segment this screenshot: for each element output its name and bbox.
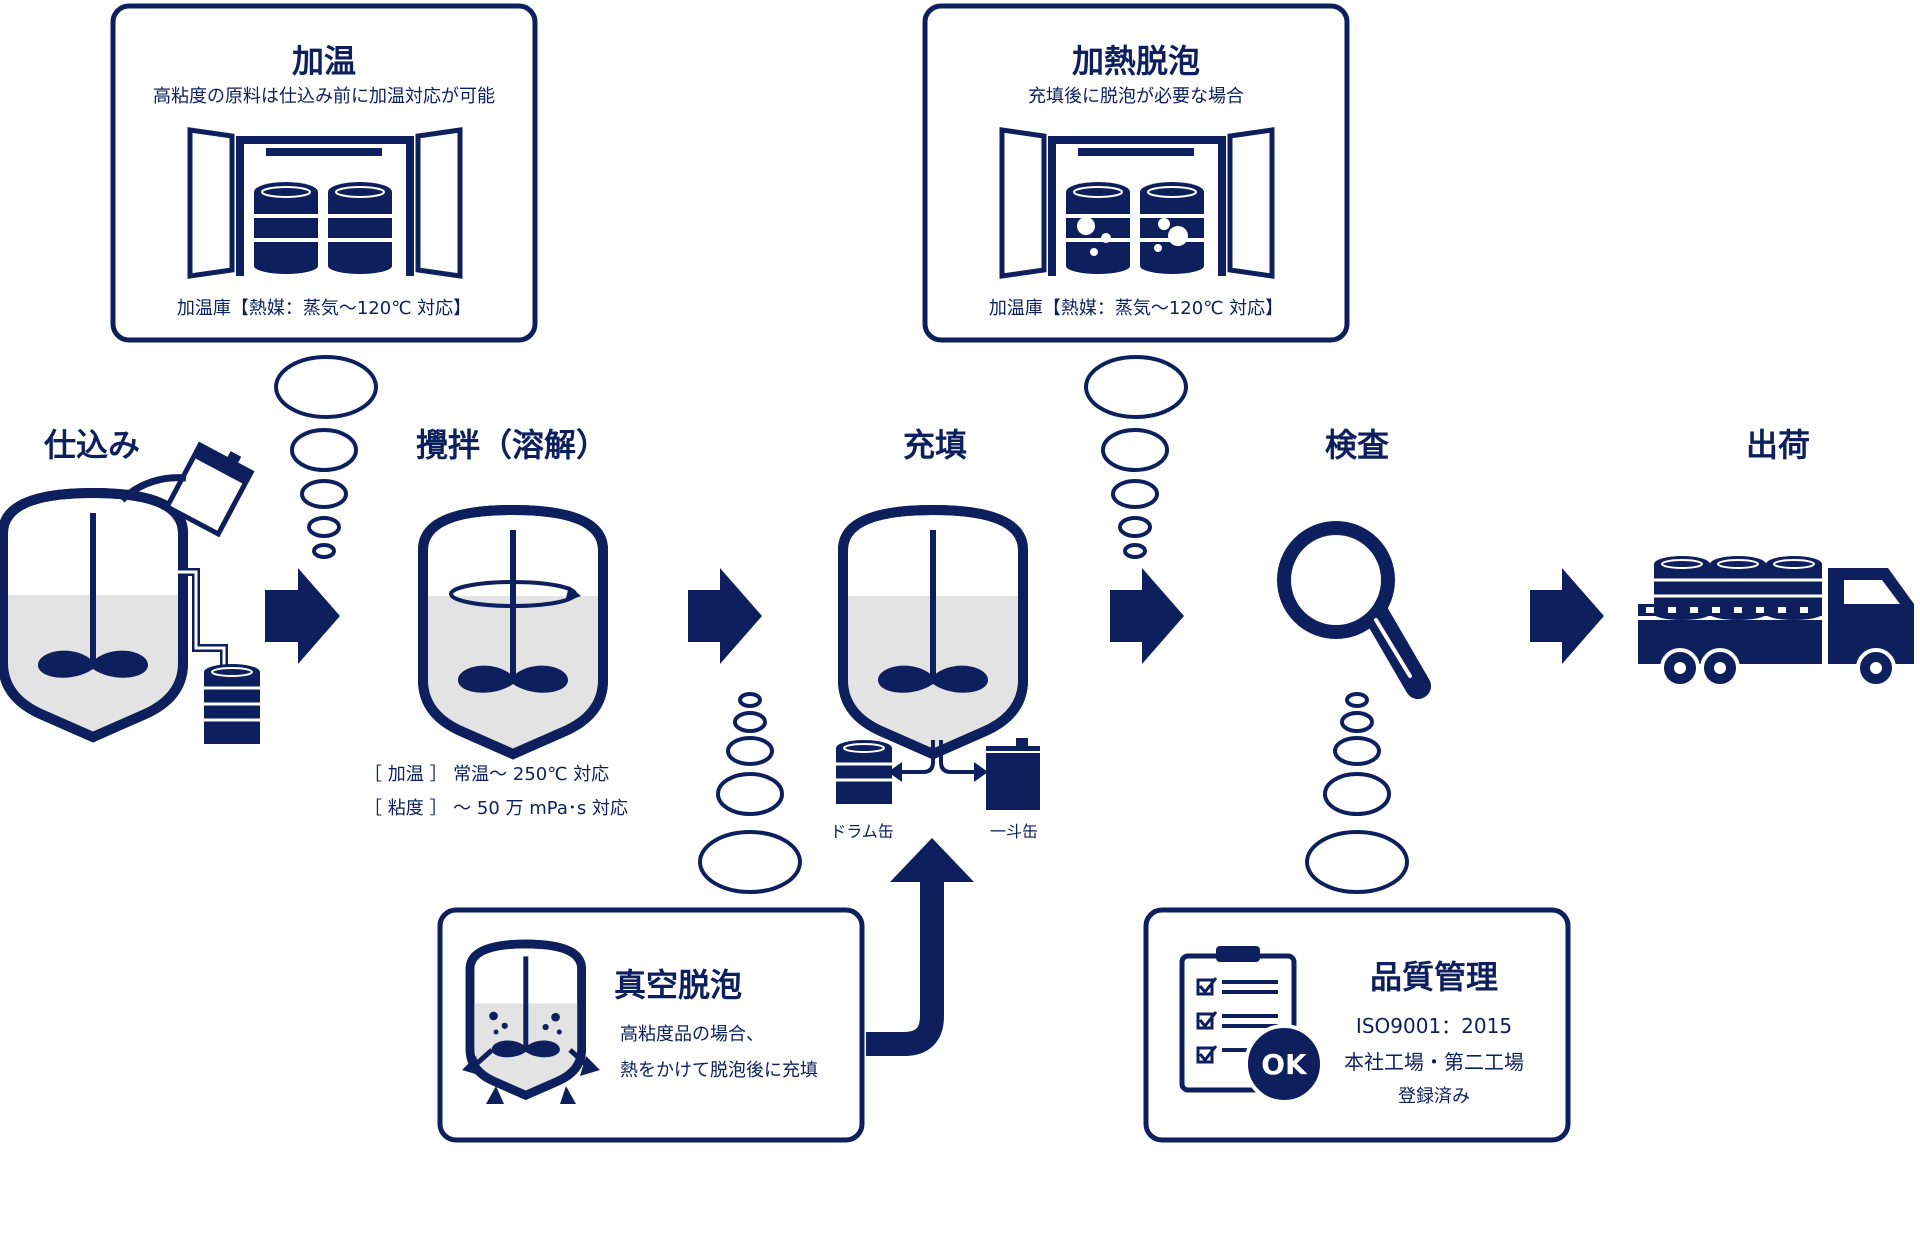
- thought-bubbles-heating: [276, 357, 376, 557]
- vacuum-box-title: 真空脱泡: [614, 960, 742, 1006]
- vacuum-box-line1: 高粘度品の場合、: [620, 1020, 764, 1046]
- stage-label-filling: 充填: [903, 420, 967, 466]
- mixing-note-viscosity: ［ 粘度 ］ 〜 50 万 mPa･s 対応: [364, 794, 628, 820]
- quality-box-line1: ISO9001：2015: [1356, 1010, 1512, 1039]
- vacuum-box-line2: 熱をかけて脱泡後に充填: [620, 1056, 818, 1082]
- drum-can-icon: [836, 740, 892, 804]
- thought-bubbles-vacuum: [700, 694, 800, 892]
- stage-label-charging: 仕込み: [44, 420, 140, 466]
- heating-box-caption: 加温庫【熱媒：蒸気〜120℃ 対応】: [177, 294, 471, 320]
- thought-bubbles-quality: [1307, 694, 1407, 892]
- quality-box-title: 品質管理: [1370, 952, 1498, 998]
- arrow-1: [265, 568, 340, 664]
- heat-defoam-box-caption: 加温庫【熱媒：蒸気〜120℃ 対応】: [989, 294, 1283, 320]
- stage-label-mixing: 攪拌（溶解）: [416, 420, 608, 466]
- heating-box-subtitle: 高粘度の原料は仕込み前に加温対応が可能: [153, 82, 495, 108]
- stage-label-inspection: 検査: [1325, 420, 1389, 466]
- square-can-label: 一斗缶: [990, 818, 1038, 842]
- ok-badge-label: OK: [1261, 1048, 1307, 1081]
- vacuum-to-filling-arrow: [866, 838, 974, 1044]
- arrow-2: [688, 568, 762, 664]
- truck-icon: [1638, 556, 1914, 686]
- vacuum-tank-icon: [470, 944, 582, 1097]
- drum-can-label: ドラム缶: [830, 818, 894, 842]
- magnifier-icon: [1284, 528, 1418, 686]
- thought-bubbles-defoam: [1086, 357, 1186, 557]
- filling-tank-icon: [836, 510, 1040, 810]
- arrow-3: [1110, 568, 1184, 664]
- charging-tank-icon: [3, 437, 260, 745]
- mixing-note-heating: ［ 加温 ］ 常温〜 250℃ 対応: [364, 760, 609, 786]
- heat-defoam-box-subtitle: 充填後に脱泡が必要な場合: [1028, 82, 1244, 108]
- heat-defoam-box-title: 加熱脱泡: [1072, 36, 1200, 82]
- stage-label-shipping: 出荷: [1746, 420, 1810, 466]
- mixing-tank-icon: [423, 510, 603, 756]
- heating-box-title: 加温: [292, 36, 356, 82]
- quality-box-line2: 本社工場・第二工場: [1344, 1046, 1524, 1075]
- quality-box-line3: 登録済み: [1398, 1082, 1470, 1108]
- arrow-4: [1530, 568, 1604, 664]
- square-can-icon: [986, 738, 1040, 810]
